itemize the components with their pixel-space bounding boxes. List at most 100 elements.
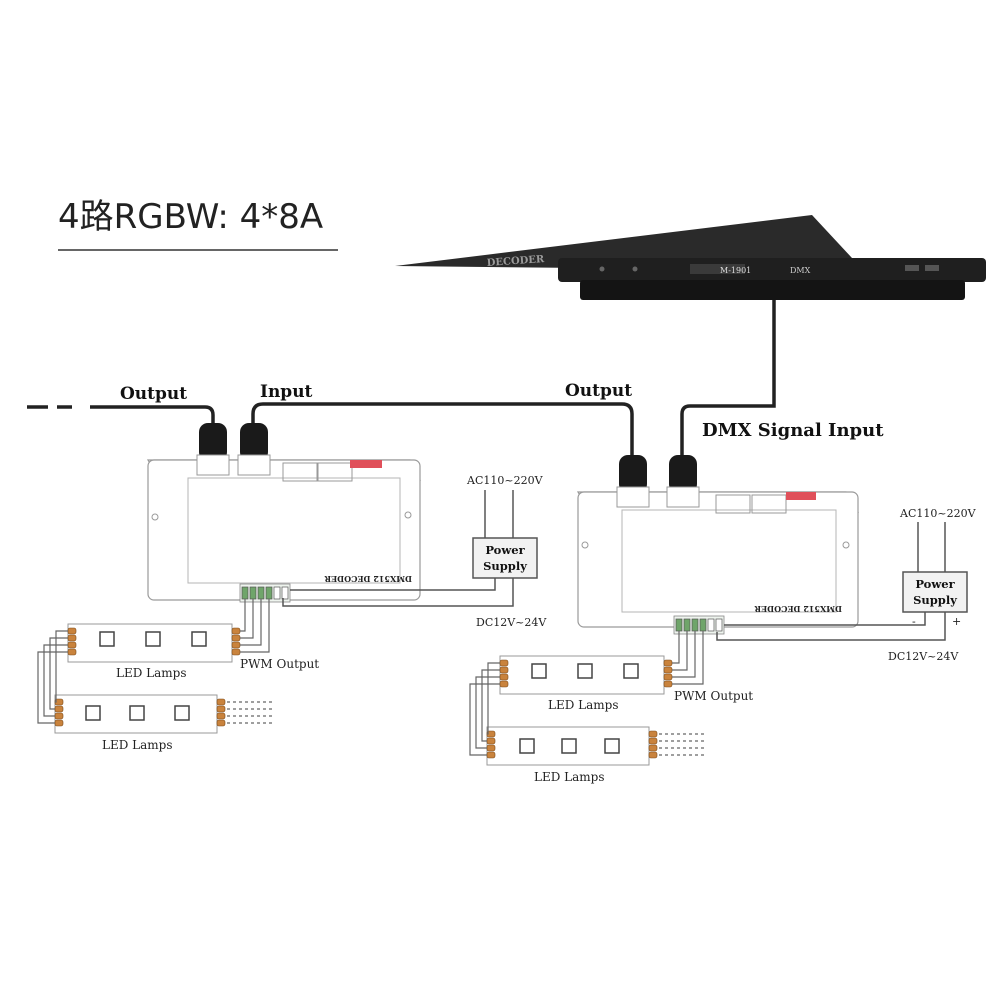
link-wire — [469, 683, 500, 756]
lamp-wires-left — [37, 599, 274, 727]
ps-left-box — [472, 537, 538, 579]
controller-led — [599, 266, 605, 272]
lamp-terminal — [67, 648, 77, 656]
led-lamp-right-2: LED Lamps — [486, 726, 650, 784]
lamp-terminal — [231, 648, 241, 656]
decoder-right-port — [715, 494, 751, 514]
decoder-right-input-socket — [666, 486, 700, 508]
ps-right-minus: - — [912, 615, 916, 628]
pwm-wire — [672, 631, 704, 685]
lamp-right-1-label: LED Lamps — [548, 698, 619, 712]
ps-left-line1: Power — [485, 543, 525, 557]
led-lamp-right-1: LED Lamps PWM Output — [499, 655, 753, 712]
cable-link — [251, 402, 634, 455]
terminal-screw — [265, 586, 273, 600]
decoder-right-screw — [842, 541, 850, 549]
pwm-wire — [240, 599, 254, 639]
lamp-terminal — [216, 705, 226, 713]
lamp-terminal — [231, 627, 241, 635]
decoder-left-screw — [404, 511, 412, 519]
ps-right-dc-label: DC12V~24V — [888, 650, 959, 663]
link-wire — [37, 651, 68, 724]
label-dmx-signal-input: DMX Signal Input — [702, 420, 884, 441]
lamp-led — [85, 705, 101, 721]
lamp-terminal — [231, 641, 241, 649]
led-lamp-left-2: LED Lamps — [54, 694, 218, 752]
led-lamp-left-1: LED Lamps PWM Output — [67, 623, 319, 680]
terminal-screw — [675, 618, 683, 632]
dmx-controller: DECODER M-1901 DMX — [395, 215, 986, 300]
decoder-left-red-indicator — [350, 460, 382, 468]
pwm-output-left: PWM Output — [240, 657, 319, 671]
lamp-terminal — [54, 705, 64, 713]
lamp-terminal — [663, 659, 673, 667]
terminal-screw — [241, 586, 249, 600]
lamp-left-2-label: LED Lamps — [102, 738, 173, 752]
diagram-title: 4路RGBW: 4*8A — [58, 197, 323, 237]
lamp-led — [174, 705, 190, 721]
lamp-led — [99, 631, 115, 647]
decoder-left-input-socket — [237, 454, 271, 476]
lamp-terminal — [486, 751, 496, 759]
lamp-terminal — [54, 712, 64, 720]
terminal-screw — [707, 618, 715, 632]
decoder-left-port — [282, 462, 318, 482]
link-wire — [49, 637, 68, 710]
controller-model-text: M-1901 — [720, 266, 751, 275]
controller-screen — [690, 264, 745, 274]
decoder-right-red-indicator — [786, 492, 816, 500]
decoder-left-terminals — [241, 586, 289, 600]
lamp-right-2-label: LED Lamps — [534, 770, 605, 784]
controller-decoder-text: DECODER — [486, 254, 545, 269]
decoder-right-output-connector — [619, 455, 647, 493]
lamp-led — [191, 631, 207, 647]
lamp-terminal — [67, 641, 77, 649]
decoder-right-panel — [621, 509, 837, 613]
lamp-terminal — [486, 737, 496, 745]
ps-right-box — [902, 571, 968, 613]
terminal-screw — [699, 618, 707, 632]
lamp-terminal — [648, 730, 658, 738]
lamp-led — [623, 663, 639, 679]
ps-right-line1: Power — [915, 577, 955, 591]
link-wire — [55, 630, 68, 703]
pwm-wire — [240, 599, 270, 653]
controller-button — [905, 265, 919, 271]
pwm-wire — [240, 599, 262, 646]
decoder-left-port — [317, 462, 353, 482]
power-supply-right: AC110~220V Power Supply - + DC12V~24V — [716, 507, 977, 663]
lamp-led — [604, 738, 620, 754]
decoder-right-port — [751, 494, 787, 514]
ps-right-line2: Supply — [913, 593, 957, 607]
ps-left-line2: Supply — [483, 559, 527, 573]
decoder-left-input-connector — [240, 423, 268, 461]
lamp-terminal — [499, 680, 509, 688]
lamp-wires-right — [469, 631, 706, 759]
decoder-right-input-connector — [669, 455, 697, 493]
controller-led — [632, 266, 638, 272]
terminal-screw — [715, 618, 723, 632]
terminal-screw — [249, 586, 257, 600]
link-wire — [481, 669, 500, 742]
lamp-led — [561, 738, 577, 754]
lamp-terminal — [67, 627, 77, 635]
lamp-terminal — [648, 751, 658, 759]
lamp-led — [531, 663, 547, 679]
dc-wire — [282, 578, 514, 607]
pwm-wire — [672, 631, 696, 678]
lamp-terminal — [231, 634, 241, 642]
lamp-terminal — [216, 719, 226, 727]
lamp-terminal — [663, 666, 673, 674]
pwm-wire — [672, 631, 680, 664]
terminal-screw — [683, 618, 691, 632]
ps-left-dc-label: DC12V~24V — [476, 616, 547, 629]
lamp-terminal — [663, 673, 673, 681]
lamp-left-1-label: LED Lamps — [116, 666, 187, 680]
pwm-wire — [672, 631, 688, 671]
lamp-led — [129, 705, 145, 721]
label-output-left: Output — [120, 384, 187, 404]
pwm-output-right: PWM Output — [674, 689, 753, 703]
dc-wire — [716, 612, 946, 641]
label-output-right: Output — [565, 381, 632, 401]
